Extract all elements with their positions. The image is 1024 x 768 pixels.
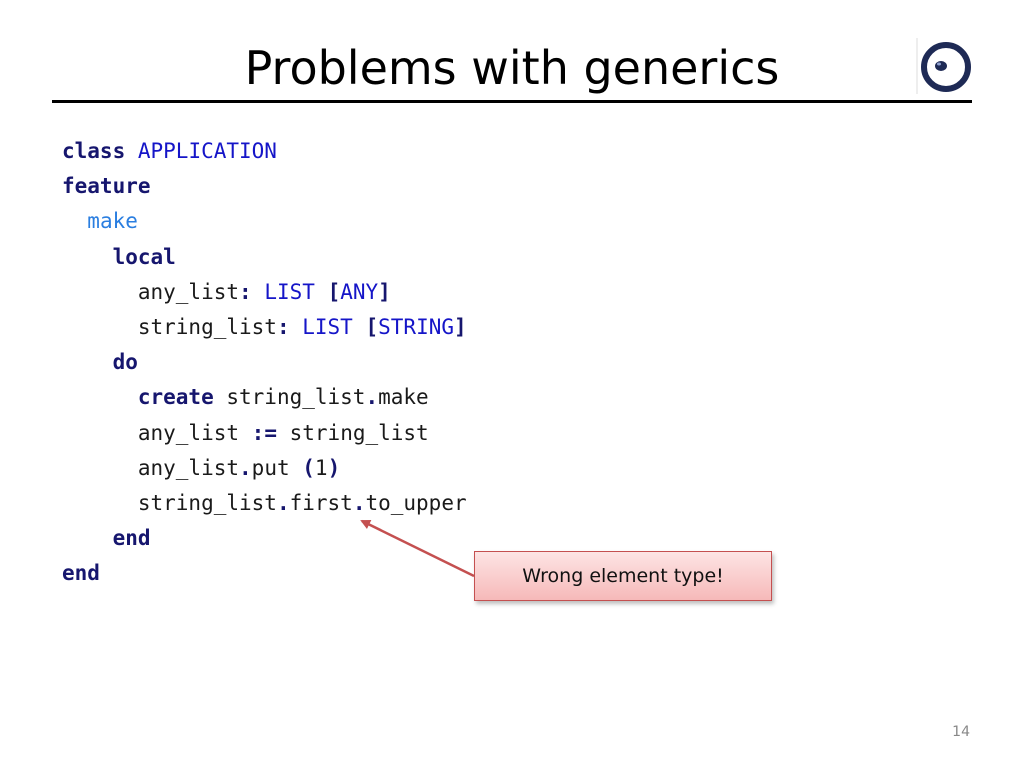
symbol: ( [302,455,315,480]
code-line: make [62,204,467,239]
symbol: : [239,279,252,304]
symbol: . [365,385,379,410]
identifier: string_list [137,490,277,515]
number-literal: 1 [314,455,328,480]
class-name: LIST [302,314,353,339]
code-line: create string_list.make [62,380,467,415]
class-name: ANY [340,279,379,304]
keyword: create [137,385,214,410]
symbol: . [276,490,290,515]
code-line: any_list: LIST [ANY] [62,275,467,310]
symbol: [ [327,279,341,304]
class-name: APPLICATION [137,139,277,163]
symbol: ] [378,279,391,304]
symbol: ] [454,314,467,339]
identifier: make [378,385,429,410]
slide-title: Problems with generics [244,41,780,95]
code-line: string_list: LIST [STRING] [62,310,467,345]
symbol: ) [327,455,341,480]
identifier: string_list [226,385,366,410]
identifier: any_list [137,455,240,480]
identifier: any_list [137,420,240,445]
keyword: do [112,350,138,375]
callout-box: Wrong element type! [474,551,772,601]
code-line: end [62,556,467,591]
code-line: do [62,345,467,380]
keyword: end [112,526,151,551]
symbol: . [239,455,252,480]
code-line: any_list.put (1) [62,451,467,486]
code-block: class APPLICATION feature make local any… [62,134,467,591]
feature-name: make [87,209,138,234]
class-name: STRING [378,314,454,339]
title-underline [52,100,972,103]
page-number: 14 [952,724,970,740]
code-line: end [62,521,467,556]
identifier: any_list [137,279,240,304]
symbol: [ [365,314,379,339]
eiffel-logo-icon [916,38,971,94]
keyword: class [62,139,126,163]
code-line: feature [62,169,467,204]
code-line: local [62,240,467,275]
symbol: := [251,420,277,445]
identifier: first [289,490,353,515]
keyword: feature [62,174,151,199]
symbol: : [276,314,290,339]
identifier: put [251,455,290,480]
class-name: LIST [264,279,315,304]
code-line: any_list := string_list [62,416,467,451]
identifier: string_list [289,420,429,445]
identifier: to_upper [365,490,467,515]
code-line: string_list.first.to_upper [62,486,467,521]
keyword: end [62,561,100,586]
keyword: local [112,244,176,269]
identifier: string_list [137,314,277,339]
code-line: class APPLICATION [62,134,467,169]
symbol: . [352,490,366,515]
